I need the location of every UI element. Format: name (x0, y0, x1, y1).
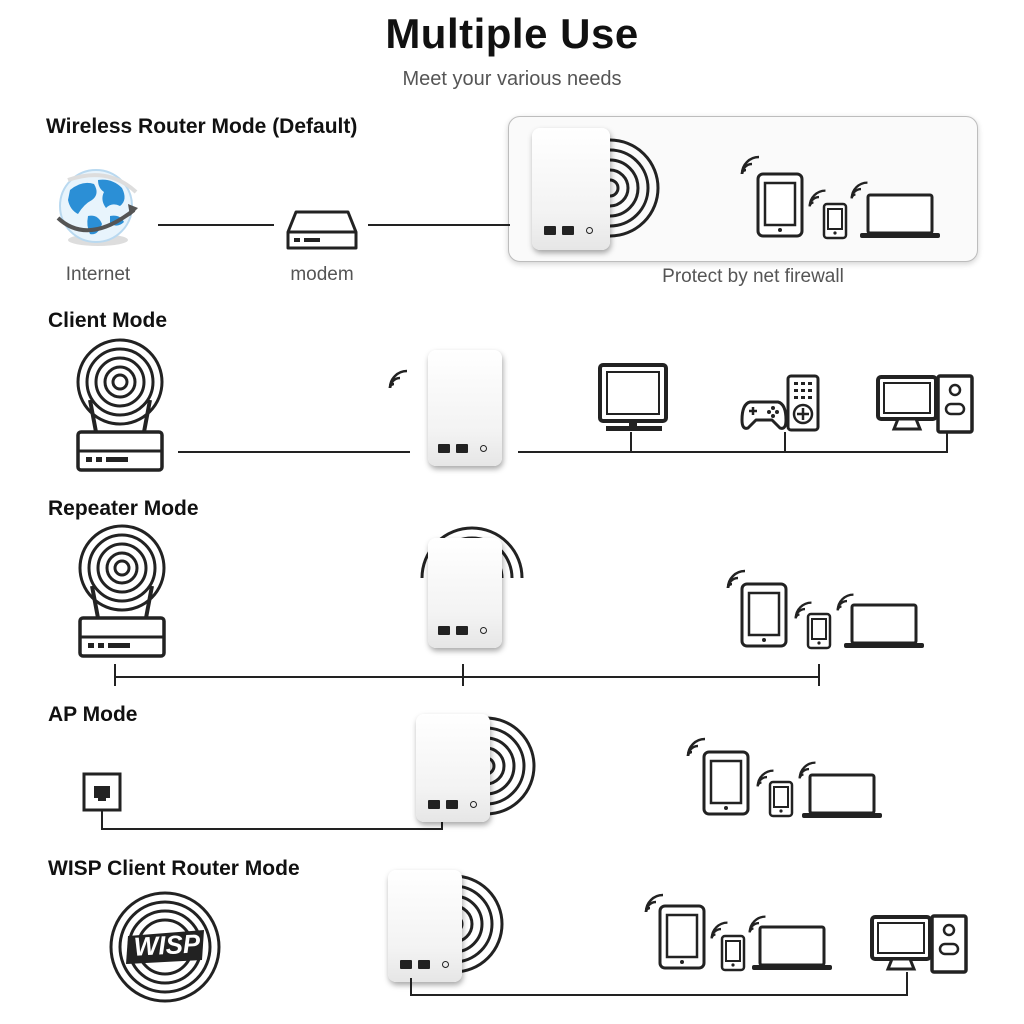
tablet-icon (756, 172, 804, 238)
wall-socket-icon (82, 772, 122, 812)
mode-title-client: Client Mode (48, 309, 167, 332)
globe-icon (56, 169, 138, 246)
connection-line (946, 432, 948, 452)
laptop-icon (860, 193, 940, 238)
firewall-caption: Protect by net firewall (662, 266, 844, 287)
connection-line (630, 432, 632, 452)
laptop-icon (752, 925, 832, 970)
wifi-waves-icon (798, 761, 816, 779)
phone-icon (720, 934, 746, 972)
main-router-icon (76, 338, 164, 472)
connection-line (462, 664, 464, 686)
connection-line (784, 432, 786, 452)
wifi-waves-icon (836, 593, 854, 611)
router-device (428, 350, 502, 466)
phone-icon (822, 202, 848, 240)
wisp-signal-icon (109, 891, 221, 1003)
router-device (416, 714, 490, 822)
laptop-icon (802, 773, 882, 818)
wifi-waves-icon (756, 769, 774, 787)
connection-line (518, 451, 948, 453)
desktop-computer-icon (870, 914, 968, 974)
connection-line (818, 664, 820, 686)
router-device (428, 538, 502, 648)
connection-line (368, 224, 510, 226)
connection-line (101, 810, 103, 830)
connection-line (178, 451, 410, 453)
wifi-waves-icon (740, 155, 760, 175)
connection-line (158, 224, 274, 226)
remote-icon (786, 374, 820, 432)
main-router-icon (78, 524, 166, 658)
connection-line (906, 972, 908, 996)
mode-title-wireless-router: Wireless Router Mode (Default) (46, 115, 358, 138)
tablet-icon (658, 904, 706, 970)
mode-title-ap: AP Mode (48, 703, 138, 726)
router-device (388, 870, 462, 982)
router-device (532, 128, 610, 250)
phone-icon (806, 612, 832, 650)
wifi-waves-icon (388, 369, 408, 389)
mode-title-wisp: WISP Client Router Mode (48, 857, 300, 880)
wifi-waves-icon (850, 181, 868, 199)
desktop-computer-icon (876, 374, 974, 434)
wifi-waves-icon (644, 893, 664, 913)
wifi-waves-icon (686, 737, 706, 757)
wifi-waves-icon (726, 569, 746, 589)
wifi-waves-icon (794, 601, 812, 619)
game-controller-icon (740, 400, 788, 430)
tablet-icon (702, 750, 750, 816)
wisp-label: WISP (132, 928, 201, 962)
internet-label: Internet (65, 264, 131, 285)
connection-line (114, 664, 116, 686)
tablet-icon (740, 582, 788, 648)
wifi-waves-icon (748, 915, 766, 933)
page-subtitle: Meet your various needs (402, 68, 622, 90)
modem-icon (286, 210, 358, 250)
wifi-waves-icon (808, 189, 826, 207)
modem-label: modem (290, 264, 354, 285)
connection-line (410, 978, 412, 996)
connection-line (410, 994, 908, 996)
page-title: Multiple Use (385, 10, 639, 57)
connection-line (101, 828, 443, 830)
wifi-waves-icon (710, 921, 728, 939)
mode-title-repeater: Repeater Mode (48, 497, 199, 520)
phone-icon (768, 780, 794, 818)
laptop-icon (844, 603, 924, 648)
tv-icon (598, 363, 668, 431)
connection-line (114, 676, 820, 678)
